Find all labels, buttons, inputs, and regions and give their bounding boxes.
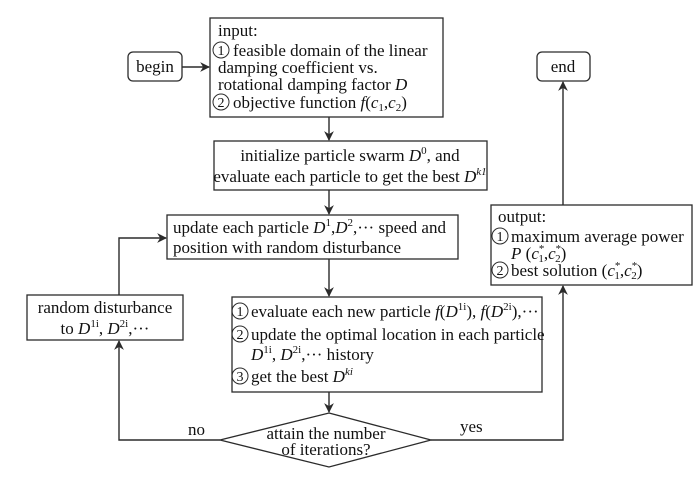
edge-label-no: no xyxy=(188,420,205,439)
circled-number-1-icon xyxy=(231,302,249,320)
output-item-2: 2 best solution (c*1,c*2) xyxy=(491,260,642,282)
input-item-1: 1 feasible domain of the linear damping … xyxy=(212,41,428,94)
evaluate-item-2-line-2: D1i, D2i,··· history xyxy=(250,344,374,364)
end-label: end xyxy=(551,57,576,76)
node-end: end xyxy=(536,51,591,82)
node-begin: begin xyxy=(127,51,183,82)
output-heading: output: xyxy=(498,207,546,226)
input-heading: input: xyxy=(218,21,258,40)
circled-number-2-icon xyxy=(212,93,230,111)
node-evaluate: 1 evaluate each new particle f(D1i), f(D… xyxy=(231,296,545,393)
begin-label: begin xyxy=(136,57,174,76)
circled-number-text: 2 xyxy=(497,264,504,279)
disturbance-line-2: to D1i, D2i,··· xyxy=(61,318,150,338)
input-item-1-line-2: damping coefficient vs. xyxy=(218,58,378,77)
output-item-2-text: best solution (c*1,c*2) xyxy=(511,260,642,282)
output-item-1-text: maximum average power xyxy=(511,227,684,246)
circled-number-2-icon xyxy=(491,261,509,279)
evaluate-item-2: 2 update the optimal location in each pa… xyxy=(231,325,545,364)
node-decision: attain the number of iterations? xyxy=(219,412,434,468)
circled-number-text: 1 xyxy=(237,305,244,320)
input-item-2-text: objective function f(c1,c2) xyxy=(233,93,407,114)
output-item-1: 1 maximum average power P (c*1,c*2) xyxy=(491,227,684,265)
decision-line-1: attain the number xyxy=(267,424,386,443)
initialize-line-1: initialize particle swarm D0, and xyxy=(240,145,460,165)
input-item-1-line-3: rotational damping factor D xyxy=(218,75,408,94)
update-line-2: position with random disturbance xyxy=(173,238,401,257)
node-initialize: initialize particle swarm D0, and evalua… xyxy=(213,140,488,191)
node-input: input: 1 feasible domain of the linear d… xyxy=(209,17,444,118)
evaluate-item-1: 1 evaluate each new particle f(D1i), f(D… xyxy=(231,301,539,321)
circled-number-text: 3 xyxy=(237,370,244,385)
circled-number-3-icon xyxy=(231,367,249,385)
circled-number-text: 2 xyxy=(218,96,225,111)
edge-disturbance-to-update xyxy=(118,233,167,295)
edges xyxy=(114,62,568,441)
output-item-1-expr: P (c*1,c*2) xyxy=(510,243,566,265)
update-line-1: update each particle D1,D2,··· speed and xyxy=(173,217,446,237)
circled-number-2-icon xyxy=(231,325,249,343)
input-item-2: 2 objective function f(c1,c2) xyxy=(212,93,407,114)
node-update: update each particle D1,D2,··· speed and… xyxy=(166,214,459,260)
evaluate-item-2-text: update the optimal location in each part… xyxy=(251,325,545,344)
node-disturbance: random disturbance to D1i, D2i,··· xyxy=(26,294,184,341)
circled-number-1-icon xyxy=(491,227,509,245)
edge-decision-yes-to-output xyxy=(431,285,568,441)
circled-number-text: 2 xyxy=(237,328,244,343)
node-output: output: 1 maximum average power P (c*1,c… xyxy=(490,204,693,286)
edge-decision-no-to-disturbance xyxy=(114,340,220,441)
input-item-1-line-1: feasible domain of the linear xyxy=(233,41,428,60)
evaluate-item-3-text: get the best Dki xyxy=(251,366,353,386)
circled-number-text: 1 xyxy=(497,230,504,245)
edge-label-yes: yes xyxy=(460,417,483,436)
decision-line-2: of iterations? xyxy=(281,440,370,459)
evaluate-item-1-text: evaluate each new particle f(D1i), f(D2i… xyxy=(251,301,539,321)
evaluate-item-3: 3 get the best Dki xyxy=(231,366,353,386)
circled-number-text: 1 xyxy=(218,44,225,59)
disturbance-line-1: random disturbance xyxy=(38,298,173,317)
initialize-line-2: evaluate each particle to get the best D… xyxy=(213,166,486,186)
circled-number-1-icon xyxy=(212,41,230,59)
